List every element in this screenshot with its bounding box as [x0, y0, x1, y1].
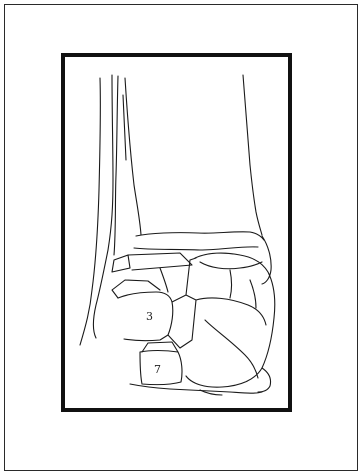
fibula-tip: [93, 250, 108, 338]
detail-mark-1: [230, 270, 232, 298]
fragment-7-outline: [140, 351, 182, 385]
tibia-medial-edge: [243, 75, 262, 235]
fibula-outline: [80, 78, 100, 345]
tibial-plafond: [136, 232, 264, 240]
fibula-inner-edge: [108, 75, 113, 250]
fragment-label-3: 3: [146, 310, 153, 323]
fragment-block-upper: [112, 255, 130, 272]
joint-line-lower: [134, 247, 258, 250]
fragment-3-top: [112, 280, 160, 298]
base-line: [130, 384, 262, 393]
tibia-lateral-edge: [125, 78, 141, 235]
tibia-shaft-line: [123, 95, 126, 160]
detail-mark-2: [250, 280, 256, 308]
detail-mark-3: [160, 268, 168, 292]
talus-inner-line: [200, 262, 262, 269]
fragment-label-7: 7: [154, 363, 161, 376]
talus-body-line: [205, 320, 258, 378]
fibula-medial-edge: [114, 76, 118, 255]
